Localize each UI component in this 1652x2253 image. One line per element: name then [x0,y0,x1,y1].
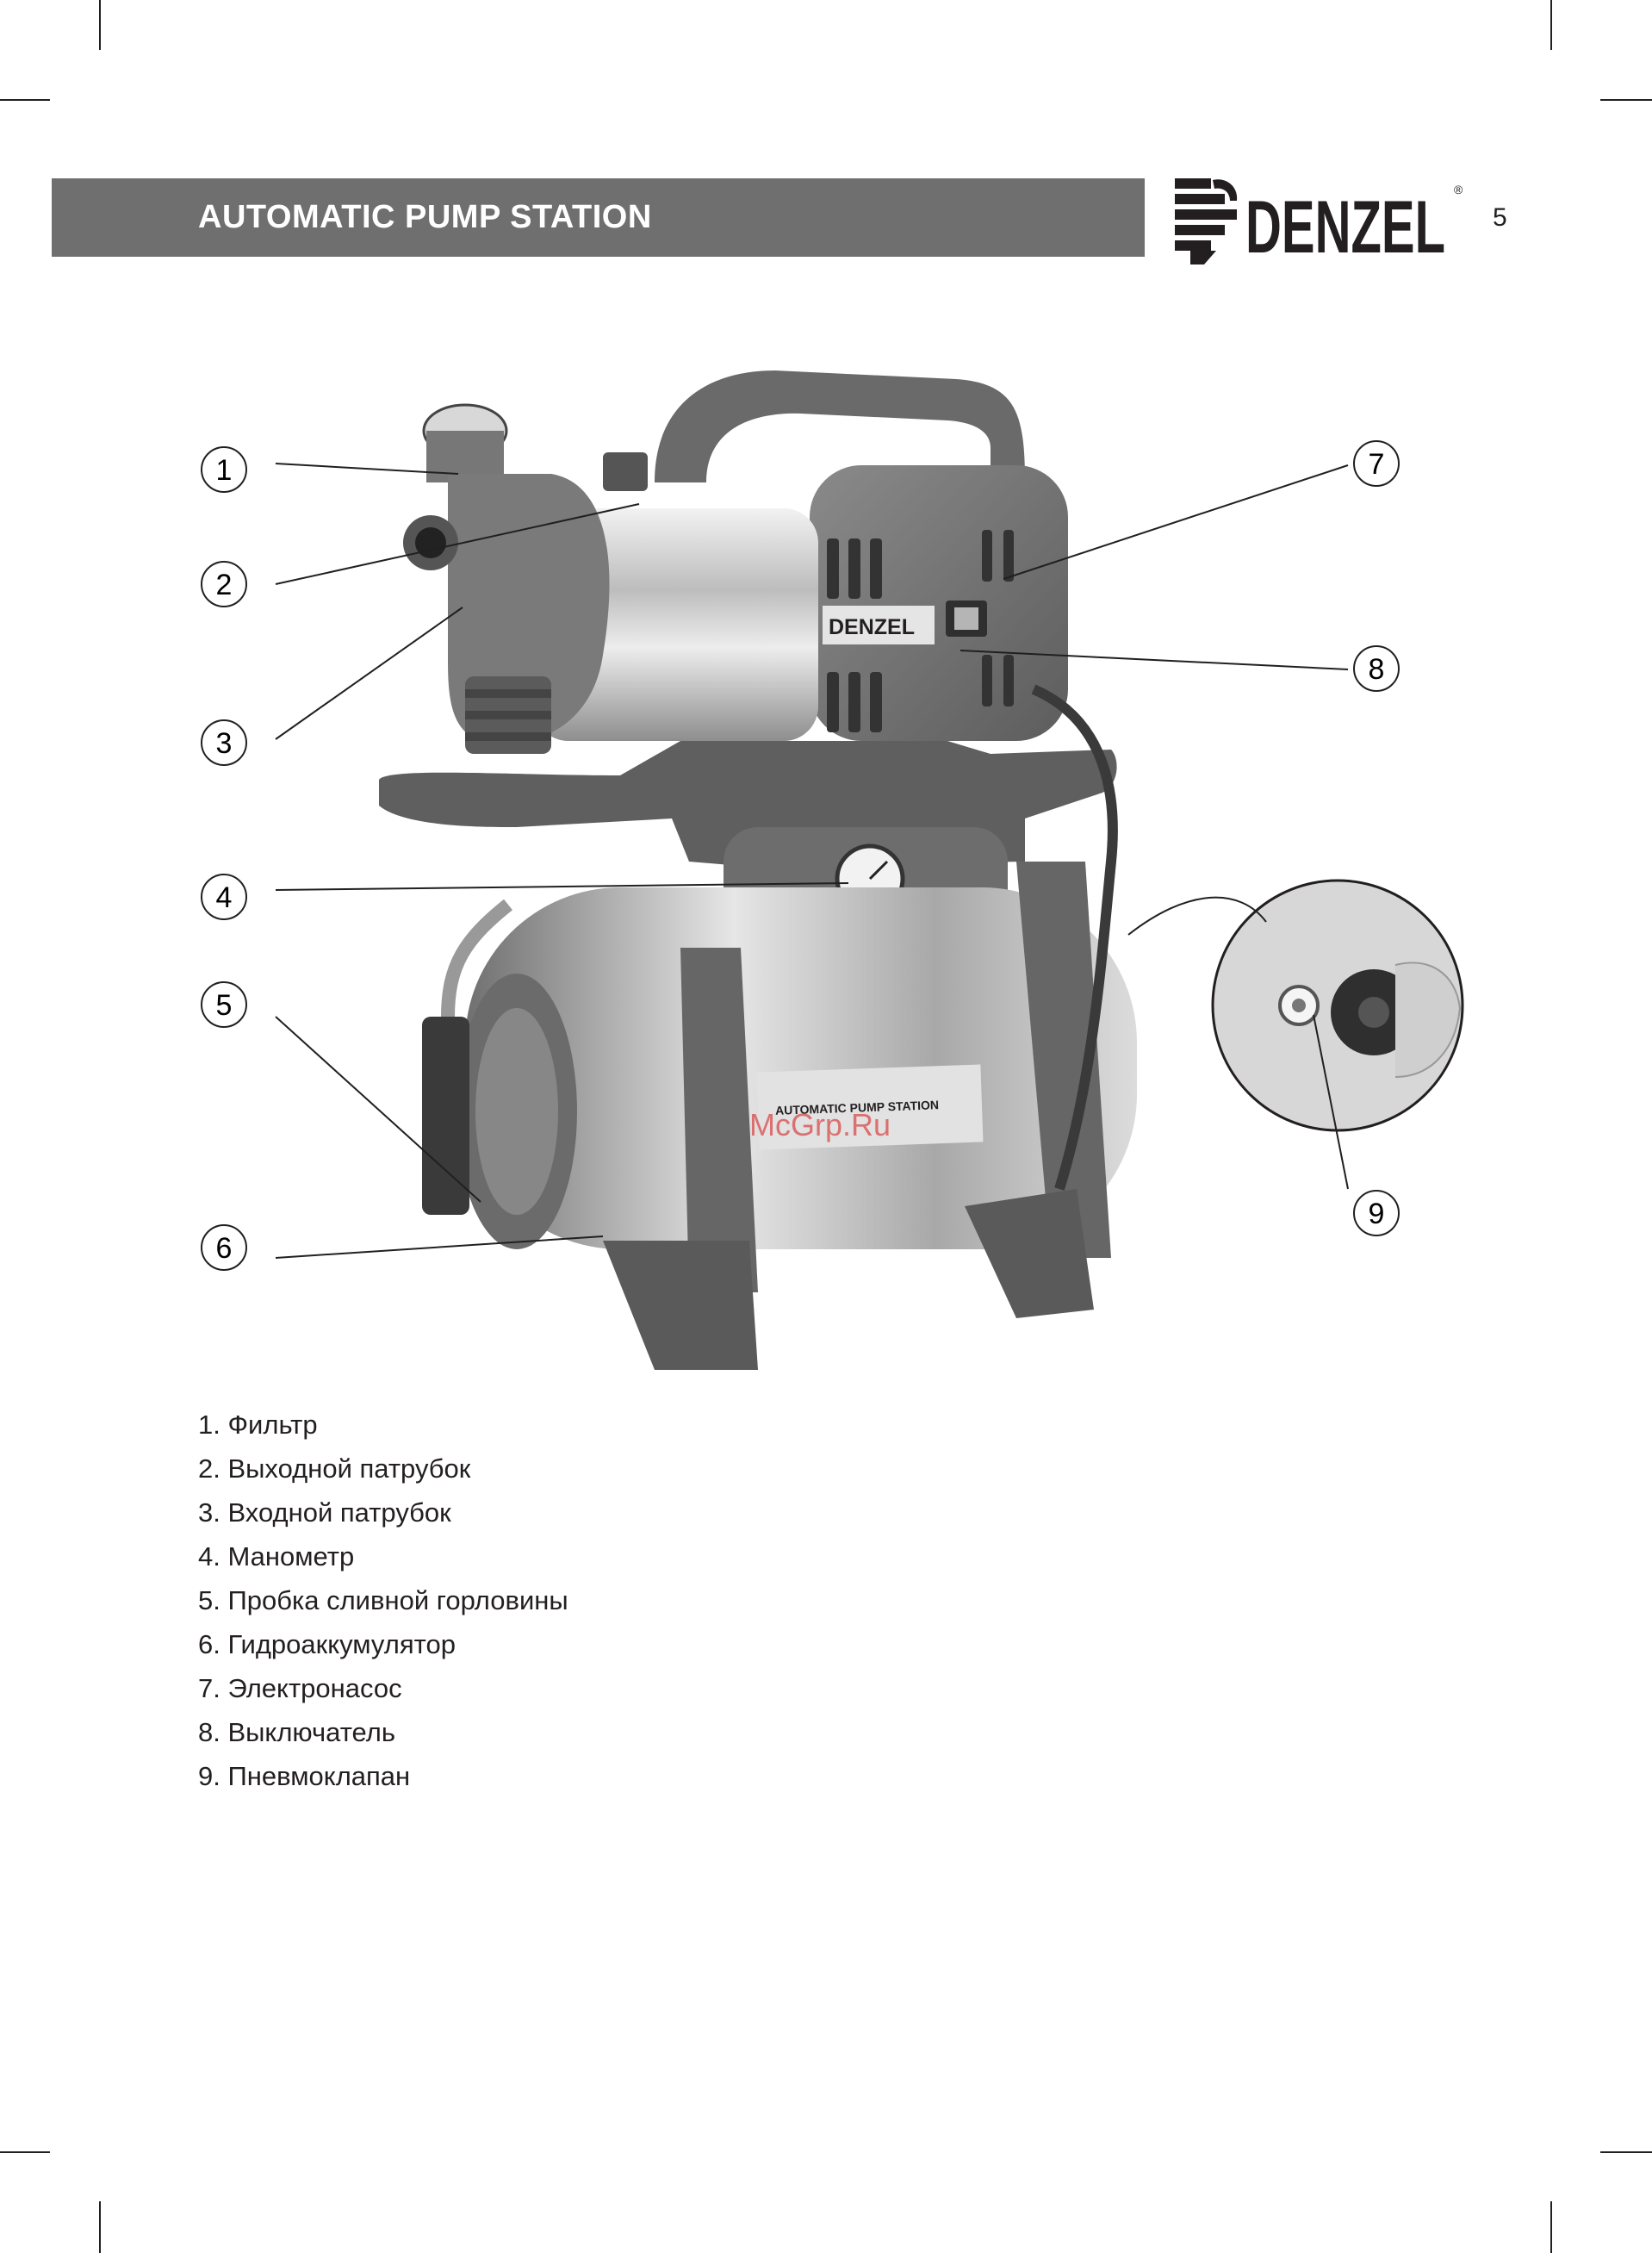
part-item-outlet: 2. Выходной патрубок [198,1447,568,1491]
crop-mark-top-right-h [1600,99,1652,101]
logo-wordmark: DENZEL [1245,186,1445,266]
callout-4: 4 [202,874,246,919]
svg-text:2: 2 [216,569,233,601]
callout-1: 1 [202,447,246,492]
page-number: 5 [1493,203,1507,233]
page-title: AUTOMATIC PUMP STATION [198,178,652,257]
part-item-drain-plug: 5. Пробка сливной горловины [198,1578,568,1622]
svg-text:7: 7 [1369,448,1385,481]
part-item-filter: 1. Фильтр [198,1403,568,1447]
callout-9: 9 [1354,1191,1399,1235]
svg-text:8: 8 [1369,653,1385,686]
svg-text:3: 3 [216,727,233,760]
tank-foot-left [603,1241,758,1370]
logo-emblem-icon [1175,178,1237,265]
crop-mark-top-right-v [1550,0,1552,50]
callout-5: 5 [202,982,246,1027]
callout-8: 8 [1354,646,1399,691]
crop-mark-top-left-h [0,99,50,101]
part-item-switch: 8. Выключатель [198,1710,568,1754]
svg-text:DENZEL: DENZEL [829,615,915,639]
crop-mark-bottom-right-v [1550,2201,1552,2253]
callout-6: 6 [202,1225,246,1270]
pump-station-figure: DENZEL AUTOMATIC PUMP STATION McGrp.Ru [0,327,1652,1413]
watermark: McGrp.Ru [749,1107,891,1142]
logo-trademark: ® [1454,183,1463,196]
svg-text:5: 5 [216,989,233,1022]
crop-mark-top-left-v [99,0,101,50]
tank-foot-right [965,1189,1094,1318]
svg-text:9: 9 [1369,1198,1385,1230]
crop-mark-bottom-left-h [0,2151,50,2153]
part-item-air-valve: 9. Пневмоклапан [198,1754,568,1798]
part-item-manometer: 4. Манометр [198,1534,568,1578]
part-item-electric-pump: 7. Электронасос [198,1666,568,1710]
part-item-accumulator: 6. Гидроаккумулятор [198,1622,568,1666]
header-bar: AUTOMATIC PUMP STATION [52,178,1145,257]
callout-3: 3 [202,720,246,765]
callout-2: 2 [202,562,246,607]
part-item-inlet: 3. Входной патрубок [198,1491,568,1534]
callout-7: 7 [1354,441,1399,486]
svg-text:1: 1 [216,454,233,487]
denzel-logo: DENZEL ® [1173,175,1470,266]
svg-text:4: 4 [216,881,233,914]
parts-list: 1. Фильтр 2. Выходной патрубок 3. Входно… [198,1403,568,1798]
crop-mark-bottom-left-v [99,2201,101,2253]
svg-text:6: 6 [216,1232,233,1265]
crop-mark-bottom-right-h [1600,2151,1652,2153]
